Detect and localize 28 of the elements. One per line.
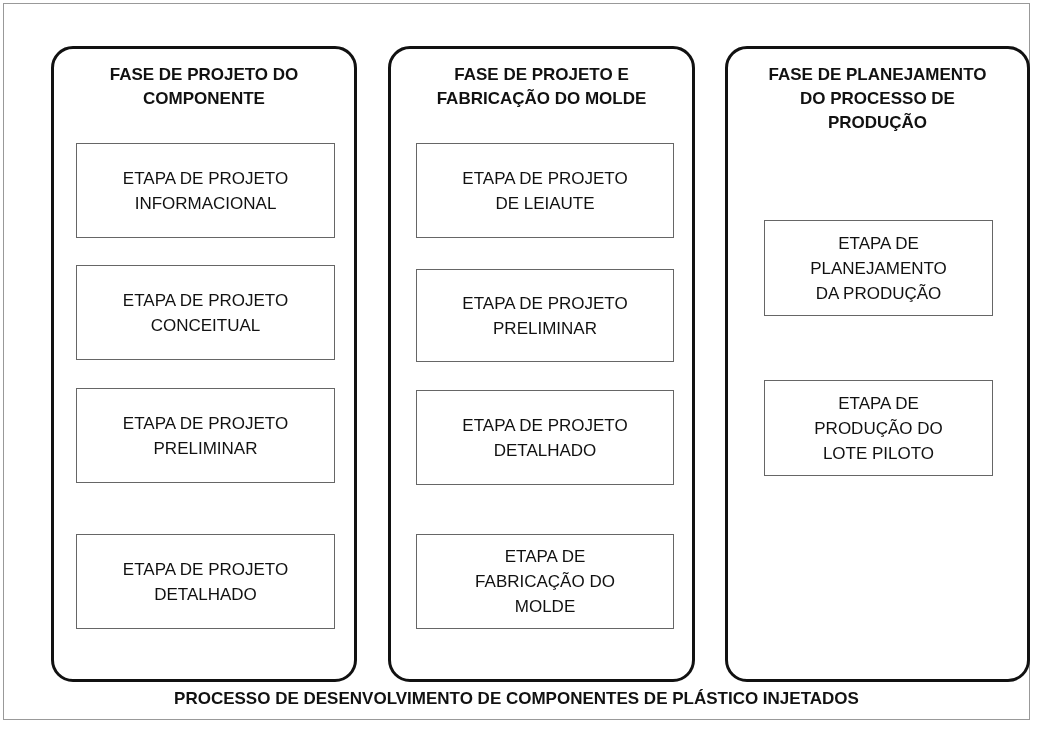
phase-panel [388, 46, 695, 682]
step-box [416, 269, 674, 362]
step-label: ETAPA DE PROJETO DETALHADO [461, 414, 629, 462]
phase-heading: FASE DE PROJETO DO COMPONENTE [108, 64, 300, 110]
phase-heading: FASE DE PLANEJAMENTO DO PROCESSO DE PRODUÇÃO [767, 64, 988, 134]
phase-panel [51, 46, 357, 682]
step-box [76, 534, 335, 629]
step-label: ETAPA DE PROJETO CONCEITUAL [121, 289, 290, 337]
step-box [764, 380, 993, 476]
step-label: ETAPA DE PROJETO DE LEIAUTE [461, 167, 629, 215]
step-label: ETAPA DE PRODUÇÃO DO LOTE PILOTO [813, 392, 944, 465]
step-box [416, 143, 674, 238]
step-box [76, 265, 335, 360]
step-label: ETAPA DE PROJETO PRELIMINAR [121, 412, 290, 460]
step-label: ETAPA DE PROJETO DETALHADO [121, 558, 290, 606]
step-box [764, 220, 993, 316]
diagram-frame [3, 3, 1030, 720]
step-box [76, 388, 335, 483]
step-label: ETAPA DE PROJETO PRELIMINAR [461, 292, 629, 340]
step-label: ETAPA DE FABRICAÇÃO DO MOLDE [474, 546, 616, 618]
step-label: ETAPA DE PLANEJAMENTO DA PRODUÇÃO [809, 232, 948, 305]
step-label: ETAPA DE PROJETO INFORMACIONAL [121, 167, 290, 215]
phase-heading: FASE DE PROJETO E FABRICAÇÃO DO MOLDE [435, 64, 648, 110]
frame-label: PROCESSO DE DESENVOLVIMENTO DE COMPONENTES DE PLÁSTICO INJETADOS [173, 688, 860, 710]
step-box [76, 143, 335, 238]
phase-panel [725, 46, 1030, 682]
step-box [416, 534, 674, 629]
step-box [416, 390, 674, 485]
